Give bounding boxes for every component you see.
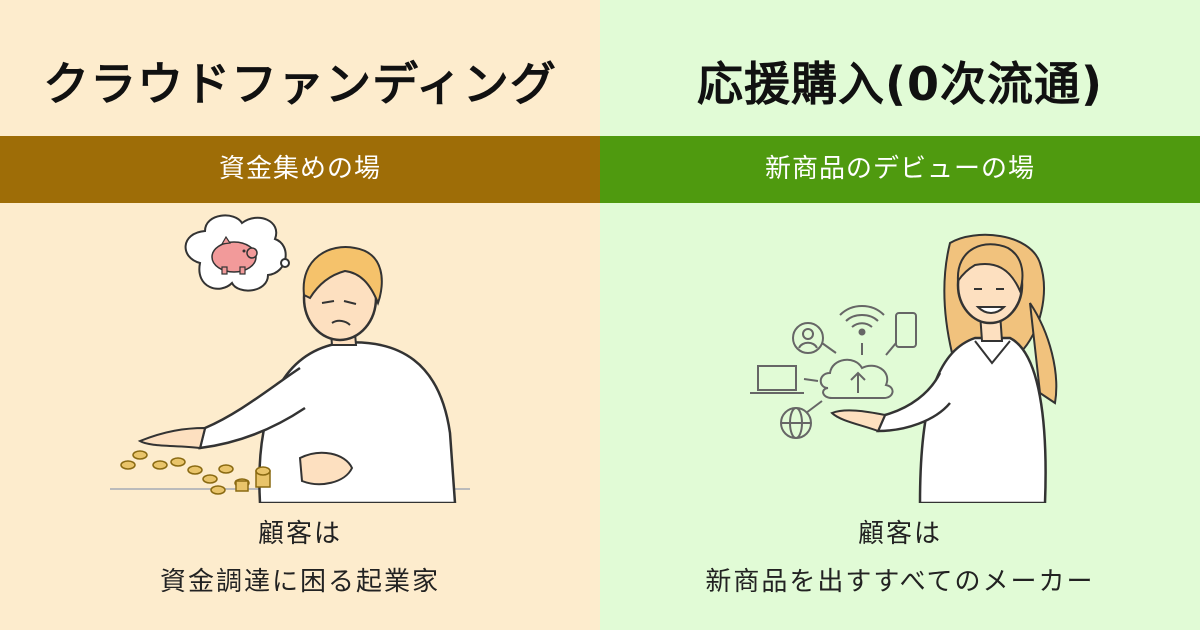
smartphone-icon bbox=[895, 312, 917, 348]
user-icon bbox=[792, 322, 824, 354]
globe-icon bbox=[780, 407, 812, 439]
support-purchase-title: 応援購入(0次流通) bbox=[696, 57, 1104, 111]
support-purchase-subtitle-band: 新商品のデビューの場 bbox=[600, 136, 1200, 203]
crowdfunding-caption-line1: 顧客は bbox=[257, 519, 342, 549]
woman-presenting-cloud-network-illustration bbox=[750, 233, 1058, 503]
worried-man-counting-coins-illustration bbox=[110, 214, 470, 503]
crowdfunding-subtitle-band: 資金集めの場 bbox=[0, 136, 600, 203]
cloud-upload-icon bbox=[819, 358, 894, 399]
support-purchase-caption-line1: 顧客は bbox=[857, 519, 942, 549]
woman-figure bbox=[830, 233, 1058, 503]
crowdfunding-title: クラウドファンディング bbox=[43, 57, 557, 111]
laptop-icon bbox=[750, 365, 804, 394]
support-purchase-panel: 応援購入(0次流通) 新商品のデビューの場 bbox=[600, 0, 1200, 630]
support-purchase-caption-line2: 新商品を出すすべてのメーカー bbox=[705, 567, 1095, 597]
wifi-icon bbox=[839, 305, 885, 336]
crowdfunding-panel: クラウドファンディング 資金集めの場 bbox=[0, 0, 600, 630]
crowdfunding-caption-line2: 資金調達に困る起業家 bbox=[159, 567, 440, 597]
piggy-bank-icon bbox=[211, 235, 258, 275]
man-figure bbox=[137, 246, 457, 503]
coins bbox=[120, 450, 271, 495]
